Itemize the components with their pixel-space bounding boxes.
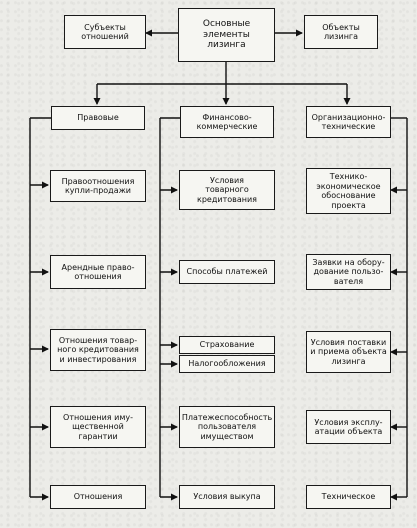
legal-item-3: Отношения товар- ного кредитования и инв… [50,329,146,371]
finance-item-2: Способы платежей [179,260,275,284]
finance-item-1: Условия товарного кредитования [179,170,275,210]
org-item-2: Заявки на обору- дование пользо- вателя [306,254,391,290]
objects-box: Объекты лизинга [304,15,378,49]
finance-item-6: Условия выкупа [179,485,275,509]
finance-item-4: Налогообложения [179,355,275,373]
legal-item-1: Правоотношения купли-продажи [50,170,146,202]
org-item-1: Технико- экономическое обоснование проек… [306,168,391,214]
finance-item-3: Страхование [179,336,275,354]
legal-header: Правовые [51,106,145,130]
legal-item-4: Отношения иму- щественной гарантии [50,406,146,448]
org-header: Организационно- технические [306,106,391,138]
org-item-5: Техническое [306,485,391,509]
finance-header: Финансово- коммерческие [180,106,274,138]
legal-item-5: Отношения [50,485,146,509]
org-item-3: Условия поставки и приема объекта лизинг… [306,331,391,373]
subjects-box: Субъекты отношений [64,15,146,49]
main-elements-box: Основные элементы лизинга [178,8,275,62]
finance-item-5: Платежеспособность пользователя имуществ… [179,406,275,448]
org-item-4: Условия эксплу- атации объекта [306,410,391,444]
legal-item-2: Арендные право- отношения [50,255,146,289]
